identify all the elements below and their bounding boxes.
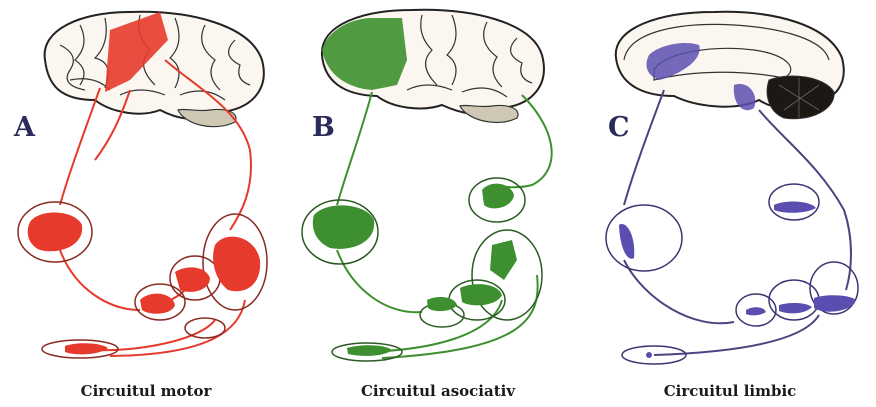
panel-letter: A <box>14 112 35 143</box>
panel-caption: Circuitul limbic <box>584 382 876 400</box>
brain-lateral-view <box>322 10 544 123</box>
panel-caption: Circuitul asociativ <box>292 382 584 400</box>
limbic-circuit-diagram <box>584 0 876 380</box>
motor-circuit-diagram <box>0 0 292 380</box>
associative-nuclei-fill <box>313 184 517 356</box>
panel-associative-circuit: B Circuitul asociativ <box>292 0 584 407</box>
motor-nuclei-fill <box>28 213 260 355</box>
panel-letter: C <box>608 112 630 143</box>
basal-ganglia-nuclei <box>606 184 858 364</box>
panel-caption: Circuitul motor <box>0 382 292 400</box>
limbic-nuclei-fill <box>619 202 856 358</box>
panel-letter: B <box>312 112 335 143</box>
brain-medial-view <box>616 12 844 119</box>
brain-lateral-view <box>45 12 264 127</box>
panel-limbic-circuit: C Circuitul limbic <box>584 0 876 407</box>
panel-motor-circuit: A Circuitul motor <box>0 0 292 407</box>
associative-circuit-diagram <box>292 0 584 380</box>
